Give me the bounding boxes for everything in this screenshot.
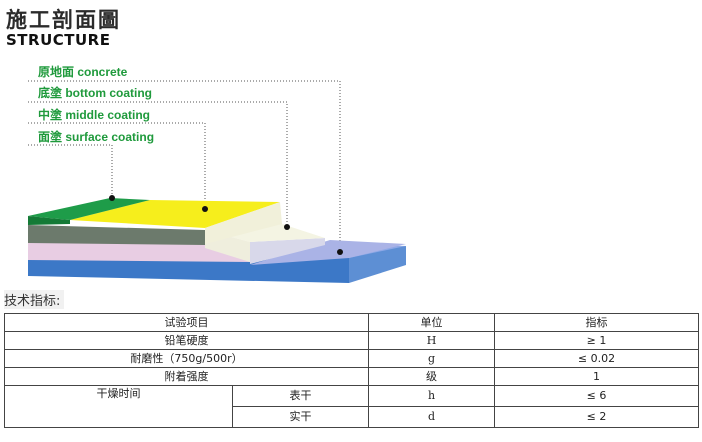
row-subitem: 实干	[232, 406, 369, 428]
leader-concrete	[28, 80, 341, 252]
leader-dots	[109, 195, 343, 255]
surface-yellow	[70, 200, 280, 228]
row-value: ≤ 2	[494, 406, 699, 428]
row-item: 铅笔硬度	[4, 331, 369, 350]
table-row: 实干 d ≤ 2	[5, 406, 699, 428]
label-concrete: 原地面 concrete	[38, 64, 128, 79]
header-unit: 单位	[368, 313, 495, 332]
row-item: 附着强度	[4, 367, 369, 386]
row-unit: d	[368, 406, 495, 428]
middle-front	[28, 225, 205, 245]
row-unit: h	[368, 385, 495, 407]
leader-lines	[28, 80, 341, 252]
row-subitem: 表干	[232, 385, 369, 407]
header-value: 指标	[494, 313, 699, 332]
page-subtitle: STRUCTURE	[6, 31, 111, 49]
bottom-right	[250, 238, 325, 264]
table-row: 铅笔硬度 H ≥ 1	[4, 331, 699, 350]
label-bottom-coating: 底塗 bottom coating	[38, 85, 152, 100]
table-row: 耐磨性（750g/500r） g ≤ 0.02	[4, 349, 699, 368]
page-title: 施工剖面圖	[6, 8, 121, 32]
concrete-right	[349, 246, 406, 283]
leader-surface	[28, 144, 113, 198]
spec-heading: 技术指标:	[4, 290, 65, 309]
concrete-surface	[250, 240, 406, 265]
row-item: 干燥时间	[4, 385, 233, 428]
surface-yellow-right	[205, 202, 282, 244]
table-row: 附着强度 级 1	[4, 367, 699, 386]
leader-middle	[28, 122, 206, 209]
bottom-front	[28, 242, 250, 262]
leader-bottom	[28, 101, 288, 227]
row-unit: g	[368, 349, 495, 368]
row-item: 耐磨性（750g/500r）	[4, 349, 369, 368]
row-value: ≤ 6	[494, 385, 699, 407]
surface-green	[28, 198, 150, 220]
structure-diagram: 原地面 concrete 底塗 bottom coating 中塗 middle…	[28, 64, 406, 283]
surface-green-front	[28, 216, 70, 225]
header-item: 试验项目	[4, 313, 369, 332]
table-row: 干燥时间 表干 h ≤ 6	[4, 385, 699, 428]
spec-table: 试验项目 单位 指标 铅笔硬度 H ≥ 1 耐磨性（750g/500r） g ≤…	[4, 313, 699, 428]
concrete-front	[28, 258, 349, 283]
row-value: ≥ 1	[494, 331, 699, 350]
table-header-row: 试验项目 单位 指标	[4, 313, 699, 332]
row-unit: 级	[368, 367, 495, 386]
row-unit: H	[368, 331, 495, 350]
row-value: ≤ 0.02	[494, 349, 699, 368]
label-surface-coating: 面塗 surface coating	[38, 129, 154, 144]
row-value: 1	[494, 367, 699, 386]
label-middle-coating: 中塗 middle coating	[38, 107, 150, 122]
